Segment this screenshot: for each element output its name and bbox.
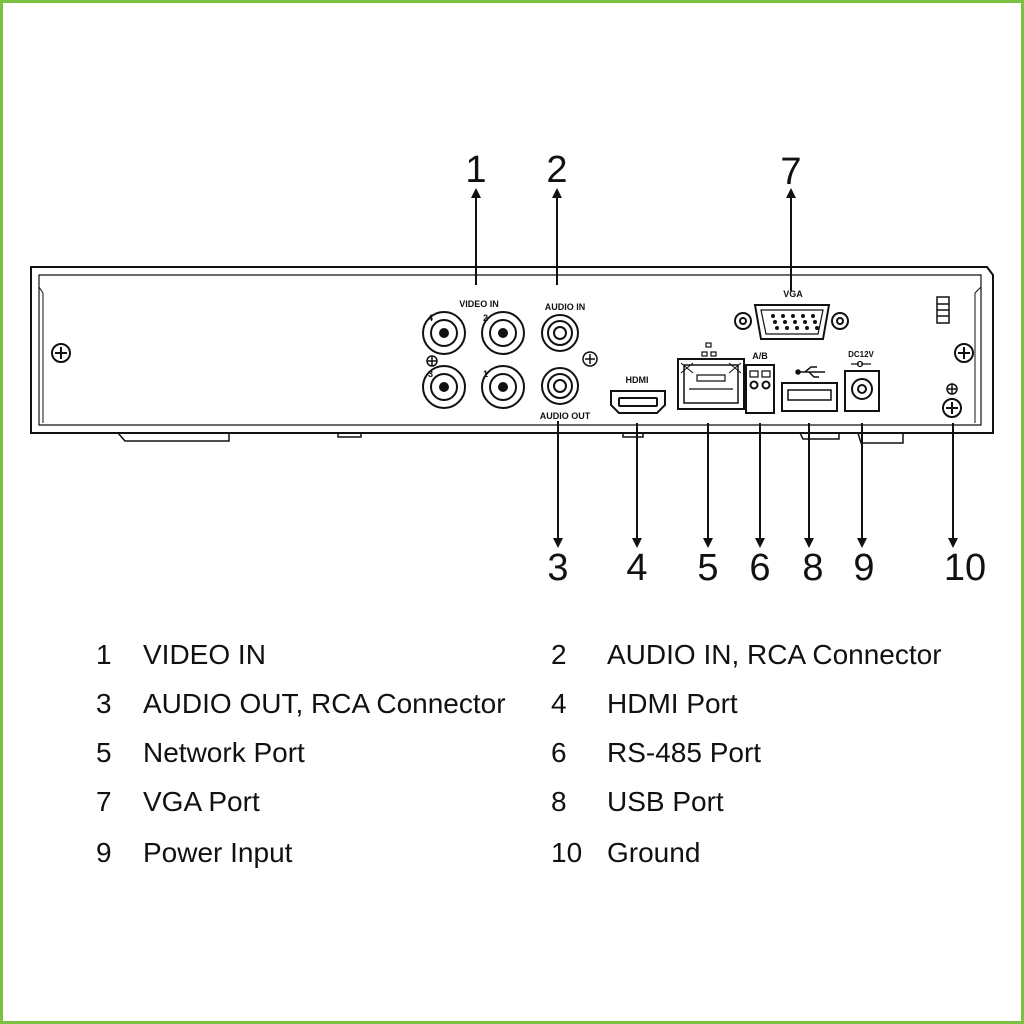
usb-icon <box>795 366 825 378</box>
legend-label: AUDIO IN, RCA Connector <box>607 639 942 670</box>
bnc-connector-4 <box>422 311 466 355</box>
bnc-label-3: 3 <box>428 369 433 379</box>
callout-1: 1 <box>465 149 487 191</box>
callout-3: 3 <box>547 547 569 589</box>
legend-label: HDMI Port <box>607 688 738 719</box>
callout-6: 6 <box>749 547 771 589</box>
screw-icon <box>954 343 974 363</box>
ground-symbol-icon <box>426 355 438 367</box>
audio-out-rca-connector[interactable] <box>541 367 579 405</box>
power-panel-label: DC12V <box>848 350 874 359</box>
callout-4: 4 <box>626 547 648 589</box>
power-input-port[interactable] <box>844 370 880 412</box>
vga-panel-label: VGA <box>783 289 803 299</box>
bnc-label-4: 4 <box>428 313 433 323</box>
legend-label: RS-485 Port <box>607 737 762 768</box>
legend-label: Network Port <box>143 737 305 768</box>
audio-in-rca-connector[interactable] <box>541 314 579 352</box>
legend-label: VIDEO IN <box>143 639 266 670</box>
vent-icon <box>936 296 950 324</box>
ground-terminal[interactable] <box>942 398 962 418</box>
screw-icon <box>51 343 71 363</box>
bnc-connector-2 <box>481 311 525 355</box>
legend-number: 4 <box>551 688 567 719</box>
legend-number: 7 <box>96 786 112 817</box>
callout-5: 5 <box>697 547 719 589</box>
network-port[interactable] <box>677 358 745 410</box>
legend-number: 8 <box>551 786 567 817</box>
callout-10: 10 <box>943 547 987 589</box>
ground-symbol-icon <box>946 383 958 395</box>
dvr-rear-panel-diagram: VIDEO IN 4 2 3 1 AUDIO IN AUDIO OUT HDMI <box>30 188 994 548</box>
video-in-panel-label: VIDEO IN <box>459 299 499 309</box>
legend-number: 1 <box>96 639 112 670</box>
bnc-connector-1 <box>481 365 525 409</box>
callout-2: 2 <box>546 149 568 191</box>
bnc-label-1: 1 <box>483 369 488 379</box>
legend-label: AUDIO OUT, RCA Connector <box>143 688 506 719</box>
legend-number: 5 <box>96 737 112 768</box>
audio-in-panel-label: AUDIO IN <box>545 302 586 312</box>
vga-port[interactable] <box>753 304 831 340</box>
callout-8: 8 <box>802 547 824 589</box>
polarity-icon <box>851 360 871 368</box>
usb-port[interactable] <box>781 382 838 412</box>
vga-screw-icon <box>734 312 849 330</box>
callout-arrows <box>471 188 958 548</box>
bnc-connector-3 <box>422 365 466 409</box>
hdmi-port[interactable] <box>610 390 666 414</box>
video-in-bnc-connectors[interactable] <box>422 311 525 409</box>
screw-icon <box>582 351 598 367</box>
legend-number: 10 <box>551 837 583 868</box>
callout-7: 7 <box>780 151 802 193</box>
audio-out-panel-label: AUDIO OUT <box>540 411 591 421</box>
legend-number: 9 <box>96 837 112 868</box>
rs485-port[interactable] <box>745 364 775 414</box>
legend-label: VGA Port <box>143 786 260 817</box>
legend-number: 3 <box>96 688 112 719</box>
callout-9: 9 <box>853 547 875 589</box>
legend-number: 2 <box>551 639 567 670</box>
bnc-label-2: 2 <box>483 313 488 323</box>
legend-label: USB Port <box>607 786 724 817</box>
rs485-panel-label: A/B <box>752 351 768 361</box>
hdmi-panel-label: HDMI <box>626 375 649 385</box>
chassis <box>30 266 994 444</box>
legend-number: 6 <box>551 737 567 768</box>
network-icon <box>701 342 717 357</box>
legend-label: Ground <box>607 837 701 868</box>
legend-label: Power Input <box>143 837 293 868</box>
